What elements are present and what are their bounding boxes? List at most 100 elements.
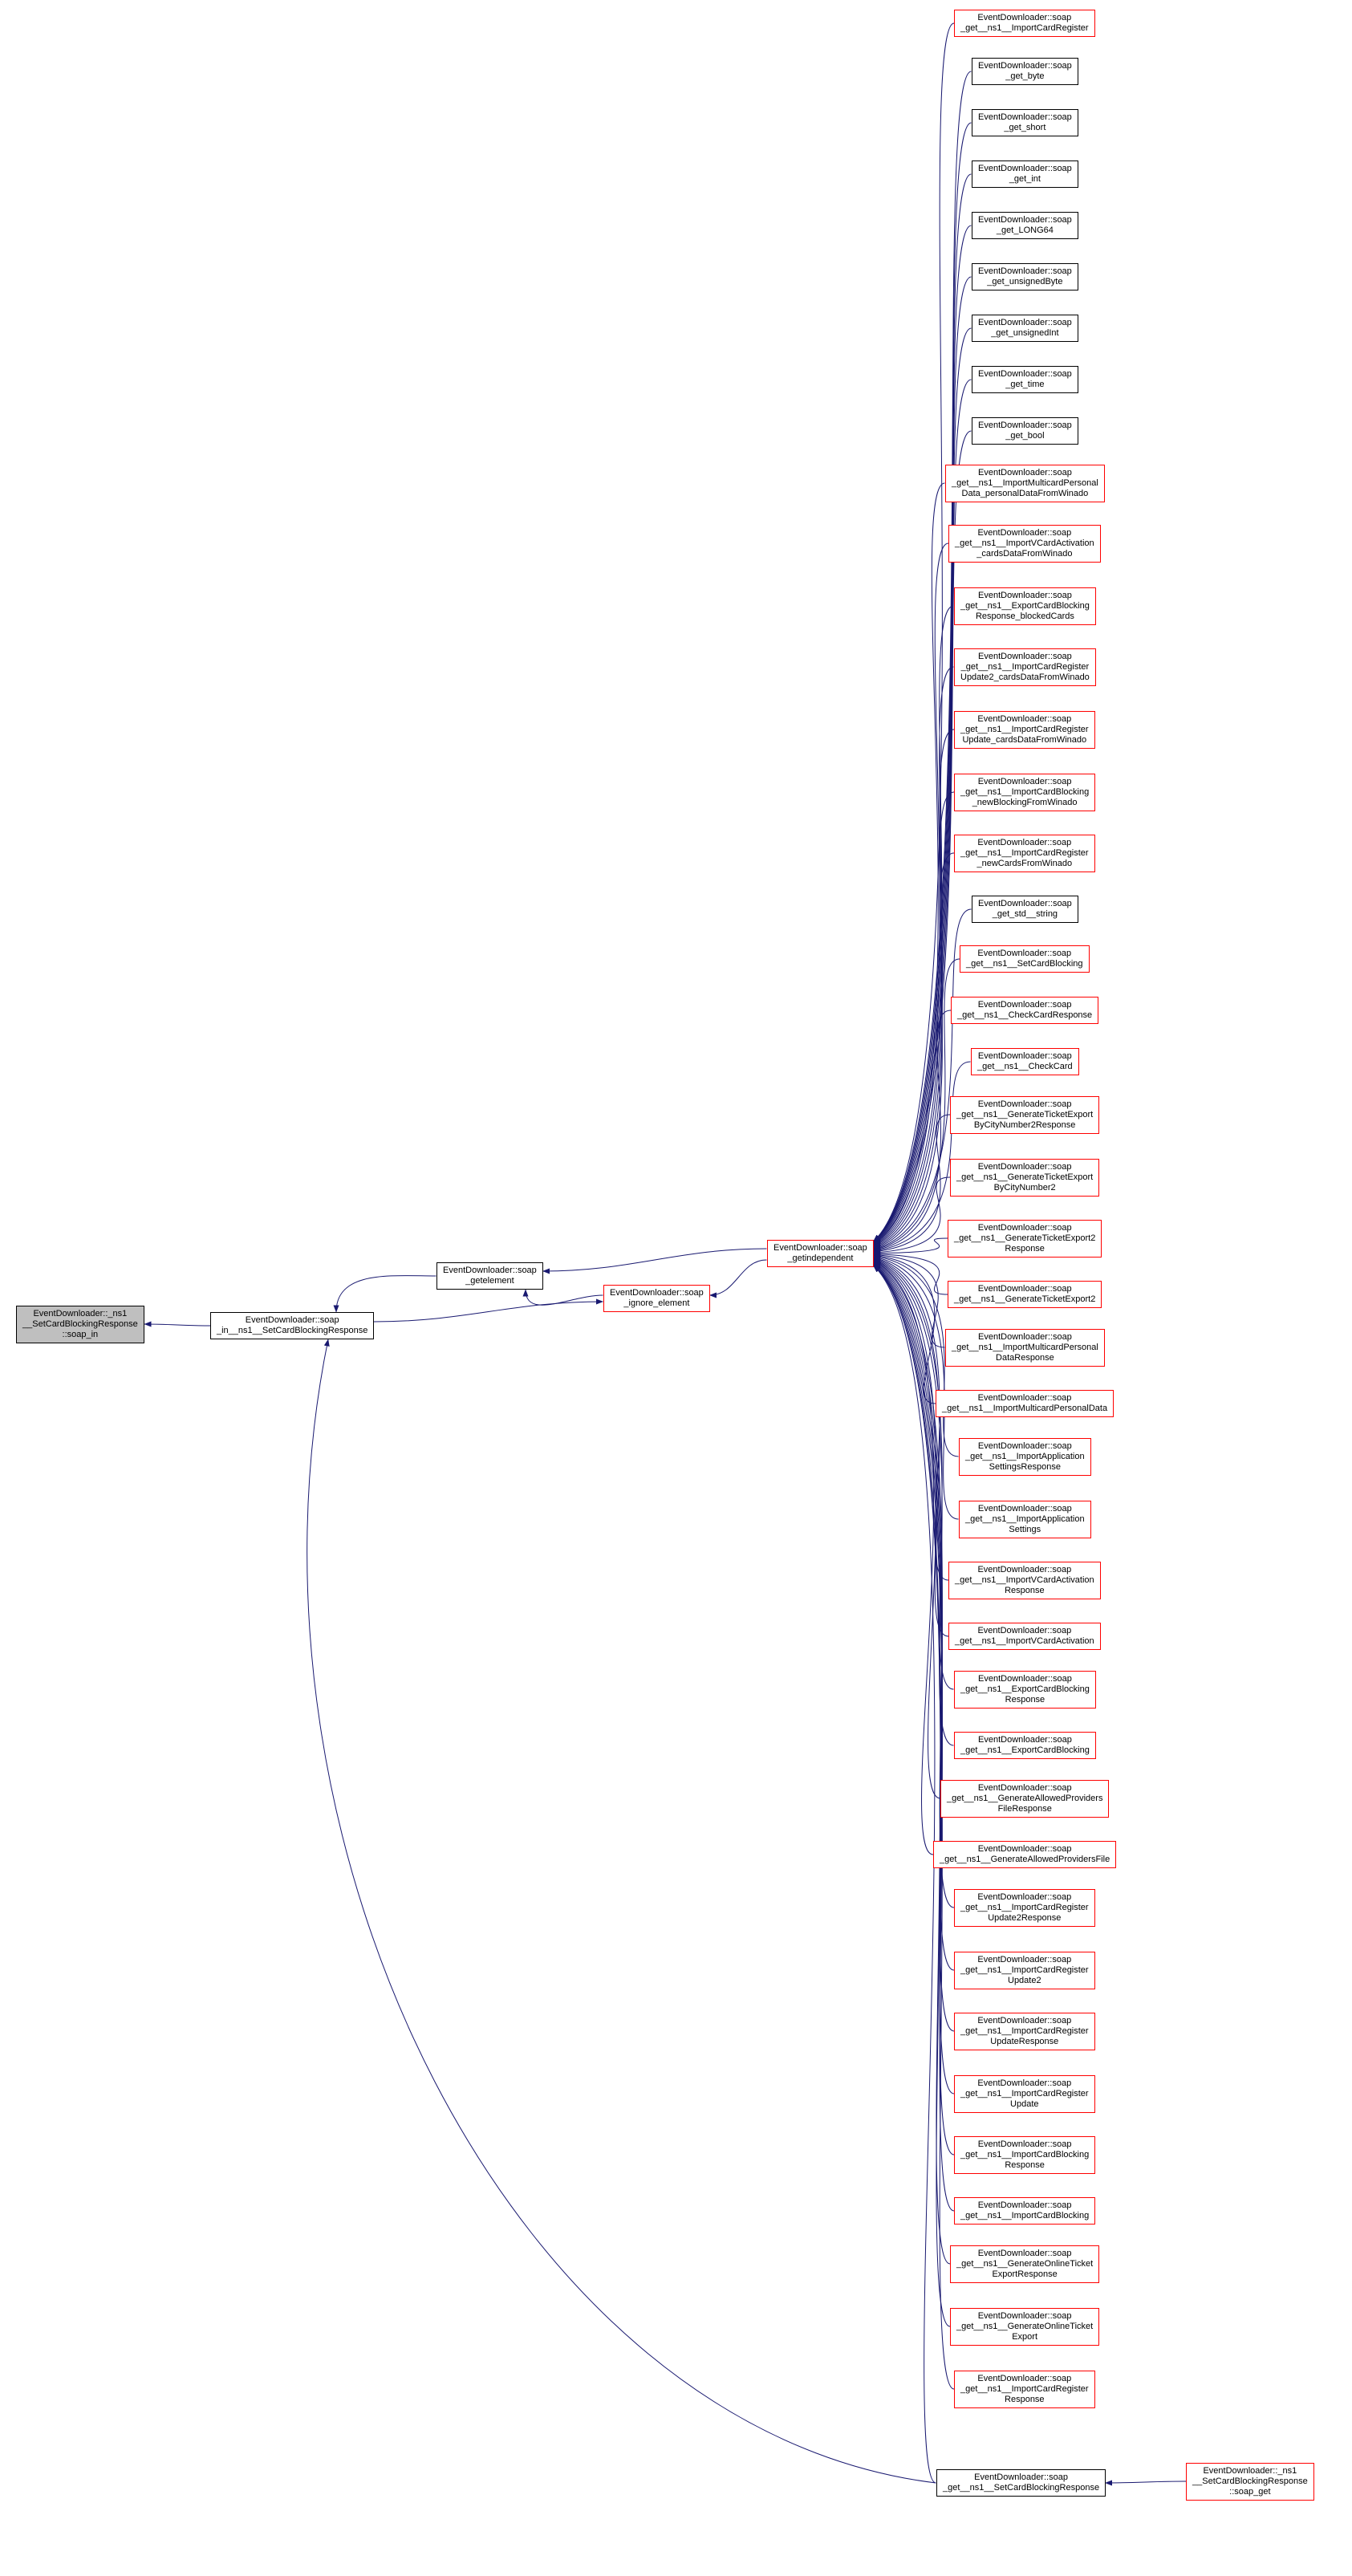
- node-label-line: _get__ns1__ImportCardRegister: [960, 1903, 1089, 1912]
- edge-r7-to-getindependent: [873, 327, 972, 1243]
- node-r20[interactable]: EventDownloader::soap_get__ns1__CheckCar…: [971, 1048, 1079, 1075]
- node-r40[interactable]: EventDownloader::soap_get__ns1__ImportCa…: [954, 2197, 1096, 2225]
- node-label-line: EventDownloader::soap: [978, 164, 1072, 173]
- node-label-line: EventDownloader::soap: [978, 1735, 1072, 1745]
- node-r24[interactable]: EventDownloader::soap_get__ns1__Generate…: [948, 1281, 1102, 1308]
- node-label-line: EventDownloader::_ns1: [1203, 2466, 1297, 2476]
- node-label-line: _get__ns1__ImportMulticardPersonal: [952, 1343, 1098, 1352]
- node-label-line: EventDownloader::soap: [977, 1955, 1072, 1965]
- node-r12[interactable]: EventDownloader::soap_get__ns1__ExportCa…: [954, 587, 1096, 625]
- node-r17[interactable]: EventDownloader::soap_get_std__string: [972, 896, 1078, 923]
- node-label-line: EventDownloader::soap: [978, 468, 1072, 477]
- edge-r42-to-getindependent: [873, 1265, 951, 2327]
- node-r15[interactable]: EventDownloader::soap_get__ns1__ImportCa…: [954, 774, 1096, 811]
- node-label-line: EventDownloader::soap: [978, 421, 1072, 430]
- node-r16[interactable]: EventDownloader::soap_get__ns1__ImportCa…: [954, 835, 1095, 872]
- node-label-line: EventDownloader::soap: [977, 949, 1072, 958]
- node-label-line: EventDownloader::soap: [977, 1162, 1072, 1172]
- node-r5[interactable]: EventDownloader::soap_get_LONG64: [972, 212, 1078, 239]
- edge-r8-to-getindependent: [873, 379, 972, 1244]
- node-r10[interactable]: EventDownloader::soap_get__ns1__ImportMu…: [945, 465, 1105, 502]
- node-label-line: EventDownloader::soap: [977, 528, 1072, 538]
- node-r1[interactable]: EventDownloader::soap_get__ns1__ImportCa…: [954, 10, 1095, 37]
- node-label-line: EventDownloader::soap: [978, 1332, 1072, 1342]
- node-r6[interactable]: EventDownloader::soap_get_unsignedByte: [972, 263, 1078, 291]
- edge-r24-to-getindependent: [873, 1251, 948, 1295]
- node-label-line: EventDownloader::soap: [977, 1099, 1072, 1109]
- node-r36[interactable]: EventDownloader::soap_get__ns1__ImportCa…: [954, 1952, 1095, 1989]
- node-label-line: EventDownloader::soap: [978, 112, 1072, 122]
- node-label-line: _newCardsFromWinado: [976, 859, 1073, 868]
- node-label-line: Update2: [1008, 1976, 1041, 1985]
- node-r39[interactable]: EventDownloader::soap_get__ns1__ImportCa…: [954, 2136, 1096, 2174]
- edge-r16-to-getindependent: [873, 852, 955, 1249]
- node-r21[interactable]: EventDownloader::soap_get__ns1__Generate…: [950, 1096, 1100, 1134]
- node-r31[interactable]: EventDownloader::soap_get__ns1__ExportCa…: [954, 1671, 1096, 1709]
- node-ignore[interactable]: EventDownloader::soap_ignore_element: [603, 1285, 710, 1312]
- node-r8[interactable]: EventDownloader::soap_get_time: [972, 366, 1078, 393]
- node-label-line: _get__ns1__ImportCardRegister: [960, 662, 1090, 672]
- node-r26[interactable]: EventDownloader::soap_get__ns1__ImportMu…: [936, 1390, 1114, 1417]
- node-label-line: _get__ns1__ImportMulticardPersonalData: [942, 1404, 1108, 1413]
- node-label-line: Export: [1012, 2332, 1037, 2342]
- node-r38[interactable]: EventDownloader::soap_get__ns1__ImportCa…: [954, 2075, 1095, 2113]
- node-r19[interactable]: EventDownloader::soap_get__ns1__CheckCar…: [951, 997, 1099, 1024]
- node-r22[interactable]: EventDownloader::soap_get__ns1__Generate…: [950, 1159, 1100, 1197]
- edge-r25-to-getindependent: [873, 1252, 945, 1348]
- node-r11[interactable]: EventDownloader::soap_get__ns1__ImportVC…: [948, 525, 1101, 563]
- node-r9[interactable]: EventDownloader::soap_get_bool: [972, 417, 1078, 445]
- node-label-line: EventDownloader::soap: [977, 2311, 1072, 2321]
- node-r18[interactable]: EventDownloader::soap_get__ns1__SetCardB…: [960, 945, 1090, 973]
- node-r34[interactable]: EventDownloader::soap_get__ns1__Generate…: [933, 1841, 1117, 1868]
- node-label-line: SettingsResponse: [989, 1462, 1061, 1472]
- node-r23[interactable]: EventDownloader::soap_get__ns1__Generate…: [948, 1220, 1102, 1258]
- edge-r11-to-getindependent: [873, 542, 949, 1245]
- node-r29[interactable]: EventDownloader::soap_get__ns1__ImportVC…: [948, 1562, 1101, 1599]
- node-r27[interactable]: EventDownloader::soap_get__ns1__ImportAp…: [959, 1438, 1091, 1476]
- node-label-line: _get__ns1__ExportCardBlocking: [960, 1684, 1090, 1694]
- node-r25[interactable]: EventDownloader::soap_get__ns1__ImportMu…: [945, 1329, 1105, 1367]
- node-label-line: _in__ns1__SetCardBlockingResponse: [217, 1326, 368, 1335]
- node-label-line: Settings: [1009, 1525, 1041, 1534]
- edge-r19-to-getindependent: [873, 1010, 952, 1253]
- node-label-line: _get__ns1__CheckCard: [977, 1062, 1073, 1071]
- node-label-line: _get__ns1__GenerateTicketExport2: [954, 1233, 1096, 1243]
- node-r28[interactable]: EventDownloader::soap_get__ns1__ImportAp…: [959, 1501, 1091, 1538]
- node-r14[interactable]: EventDownloader::soap_get__ns1__ImportCa…: [954, 711, 1095, 749]
- node-get_scbr[interactable]: EventDownloader::soap_get__ns1__SetCardB…: [936, 2469, 1106, 2497]
- node-r37[interactable]: EventDownloader::soap_get__ns1__ImportCa…: [954, 2013, 1095, 2050]
- node-getelement[interactable]: EventDownloader::soap_getelement: [436, 1262, 543, 1290]
- node-in_ns1[interactable]: EventDownloader::soap_in__ns1__SetCardBl…: [210, 1312, 375, 1339]
- node-label-line: _cardsDataFromWinado: [976, 549, 1073, 559]
- node-label-line: EventDownloader::soap: [978, 591, 1072, 600]
- node-label-line: EventDownloader::soap: [977, 2016, 1072, 2025]
- node-r33[interactable]: EventDownloader::soap_get__ns1__Generate…: [940, 1780, 1110, 1818]
- node-r7[interactable]: EventDownloader::soap_get_unsignedInt: [972, 315, 1078, 342]
- node-label-line: __SetCardBlockingResponse: [22, 1319, 138, 1329]
- node-label-line: _get__ns1__ImportCardBlocking: [960, 787, 1090, 797]
- node-r32[interactable]: EventDownloader::soap_get__ns1__ExportCa…: [954, 1732, 1096, 1759]
- node-r43[interactable]: EventDownloader::soap_get__ns1__ImportCa…: [954, 2371, 1095, 2408]
- node-label-line: __SetCardBlockingResponse: [1192, 2476, 1308, 2486]
- edge-ignore-to-getelement: [522, 1289, 603, 1306]
- node-r42[interactable]: EventDownloader::soap_get__ns1__Generate…: [950, 2308, 1100, 2346]
- node-r3[interactable]: EventDownloader::soap_get_short: [972, 109, 1078, 136]
- node-getindependent[interactable]: EventDownloader::soap_getindependent: [767, 1240, 874, 1267]
- edge-in_ns1-to-subject: [144, 1321, 211, 1327]
- node-r4[interactable]: EventDownloader::soap_get_int: [972, 160, 1078, 188]
- node-label-line: _get_int: [1009, 174, 1041, 184]
- node-r41[interactable]: EventDownloader::soap_get__ns1__Generate…: [950, 2245, 1100, 2283]
- node-label-line: EventDownloader::soap: [978, 61, 1072, 71]
- node-label-line: _get_LONG64: [996, 226, 1054, 235]
- node-label-line: _get_unsignedByte: [987, 277, 1063, 286]
- node-label-line: _get__ns1__SetCardBlocking: [966, 959, 1083, 969]
- node-label-line: ByCityNumber2Response: [973, 1120, 1076, 1130]
- node-r30[interactable]: EventDownloader::soap_get__ns1__ImportVC…: [948, 1623, 1101, 1650]
- node-r2[interactable]: EventDownloader::soap_get_byte: [972, 58, 1078, 85]
- node-label-line: _get_bool: [1005, 431, 1045, 441]
- node-r35[interactable]: EventDownloader::soap_get__ns1__ImportCa…: [954, 1889, 1095, 1927]
- node-r13[interactable]: EventDownloader::soap_get__ns1__ImportCa…: [954, 648, 1096, 686]
- node-soap_get[interactable]: EventDownloader::_ns1__SetCardBlockingRe…: [1186, 2463, 1314, 2501]
- edge-r23-to-getindependent: [873, 1237, 948, 1257]
- edge-getindependent-to-ignore: [709, 1259, 767, 1298]
